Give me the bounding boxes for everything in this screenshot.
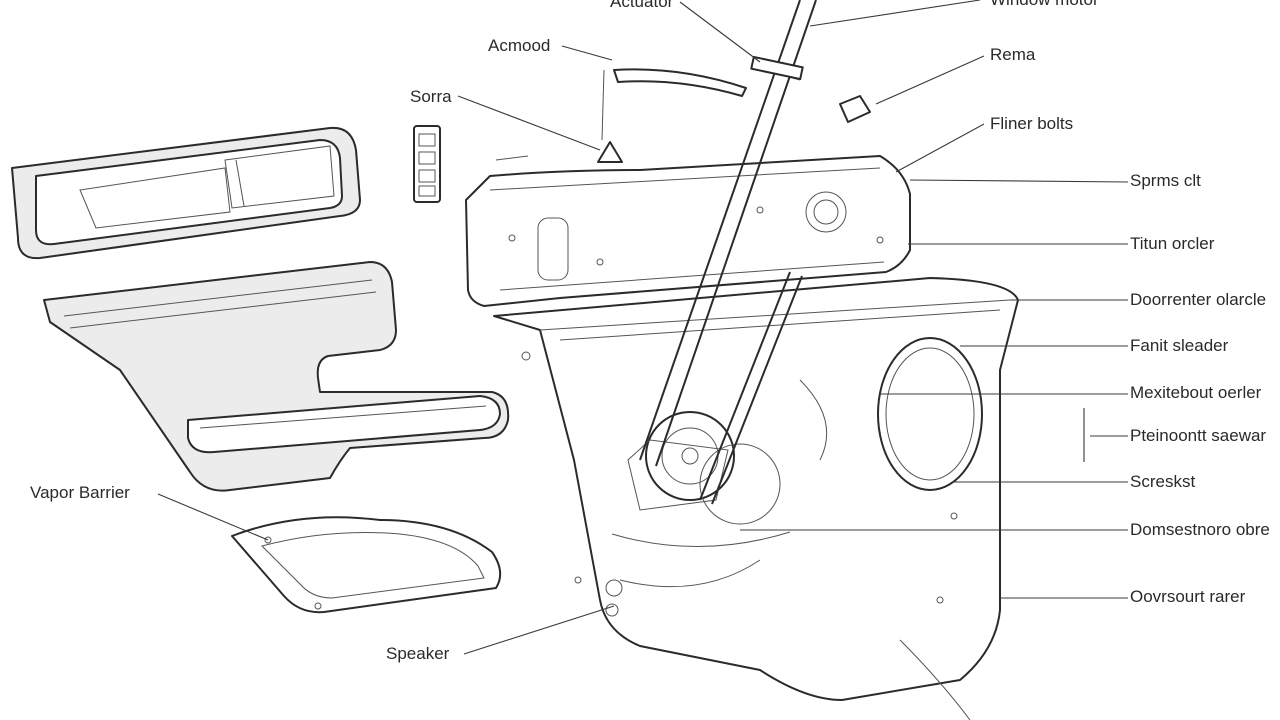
inner-door-panel [493,277,1019,720]
label-vapor-barrier: Vapor Barrier [30,483,130,502]
label-window-motor: Window motor [990,0,1099,10]
insulation-pad [43,261,510,492]
label-speaker: Speaker [386,644,450,663]
label-fanit-sleader: Fanit sleader [1130,336,1229,355]
small-rod [495,155,529,161]
label-domsestnoro-obre: Domsestnoro obre [1130,520,1270,539]
sorra-clip [597,141,623,163]
actuator-bracket [601,68,747,141]
label-screskst: Screskst [1130,472,1196,491]
window-regulator [639,0,817,505]
rema-clip [839,95,871,123]
label-sorra: Sorra [410,87,452,106]
window-switch [413,125,441,203]
label-mexitebout-oerler: Mexitebout oerler [1130,383,1262,402]
upper-door-frame [465,155,911,307]
label-rema: Rema [990,45,1036,64]
vapor-barrier-shell [231,516,502,614]
leader-lines [157,0,1129,655]
label-oovrsourt-rarer: Oovrsourt rarer [1130,587,1246,606]
label-doorrenter-olarcle: Doorrenter olarcle [1130,290,1267,309]
door-trim-panel [11,126,361,260]
label-armood: Acmood [488,36,551,55]
label-fliner-bolts: Fliner bolts [990,114,1074,133]
label-titun-orcler: Titun orcler [1130,234,1215,253]
label-pteinoontt-saewar: Pteinoontt saewar [1130,426,1267,445]
label-actuator-top: Actuator [610,0,674,11]
label-sprms-clt: Sprms clt [1130,171,1201,190]
